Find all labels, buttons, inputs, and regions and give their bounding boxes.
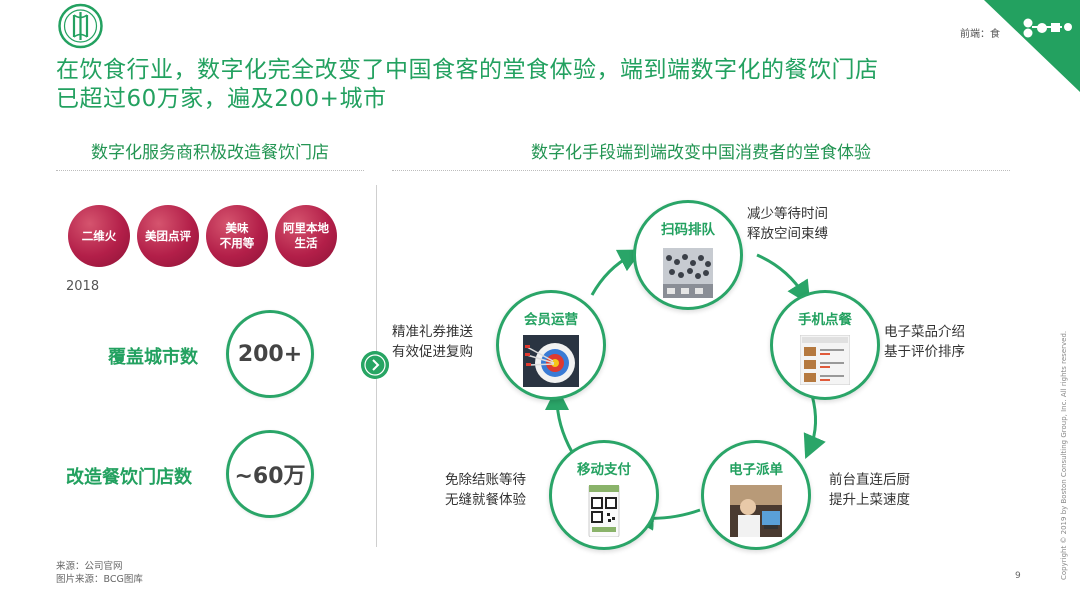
step-desc-mobile-order: 电子菜品介绍 基于评价排序: [884, 322, 965, 362]
cycle-arrow-1: [756, 253, 811, 306]
copyright-notice: Copyright © 2019 by Boston Consulting Gr…: [1060, 330, 1068, 580]
step-label: 会员运营: [524, 312, 578, 328]
stat-label-stores: 改造餐饮门店数: [66, 467, 192, 488]
cycle-arrow-5: [590, 249, 643, 296]
page-number: 9: [1015, 571, 1021, 581]
step-label: 电子派单: [729, 462, 783, 478]
step-membership: 会员运营: [496, 290, 606, 400]
step-label: 扫码排队: [661, 222, 715, 238]
stat-value-stores: ~60万: [226, 430, 314, 518]
desc-line: 精准礼券推送: [392, 324, 473, 340]
brand-badge-erweihuo: 二维火: [68, 205, 130, 267]
slide-title: 在饮食行业，数字化完全改变了中国食客的堂食体验，端到端数字化的餐饮门店 已超过6…: [56, 56, 1016, 114]
image-source-note: 图片来源：BCG图库: [56, 574, 143, 585]
desc-line: 无缝就餐体验: [445, 492, 526, 508]
step-desc-membership: 精准礼券推送 有效促进复购: [392, 322, 473, 362]
step-queue-scan: 扫码排队: [633, 200, 743, 310]
stat-label-cities: 覆盖城市数: [108, 347, 198, 368]
desc-line: 电子菜品介绍: [884, 324, 965, 340]
dining-cycle-diagram: 扫码排队 减少等待时间 释放空间束缚 手机点餐 电子菜品介绍 基于评价排序: [392, 180, 1010, 560]
step-desc-mobile-pay: 免除结账等待 无缝就餐体验: [445, 470, 526, 510]
cycle-arrow-2: [803, 394, 826, 460]
step-mobile-order: 手机点餐: [770, 290, 880, 400]
kitchen-order-photo: [730, 485, 782, 537]
dart-target-photo: [523, 335, 579, 387]
step-label: 移动支付: [577, 462, 631, 478]
step-desc-queue-scan: 减少等待时间 释放空间束缚: [747, 204, 828, 244]
year-label: 2018: [66, 279, 100, 294]
brand-name: 美味 不用等: [219, 221, 255, 250]
step-label: 手机点餐: [798, 312, 852, 328]
desc-line: 提升上菜速度: [829, 492, 910, 508]
cycle-arrow-4: [545, 386, 574, 453]
desc-line: 有效促进复购: [392, 344, 473, 360]
right-section-heading: 数字化手段端到端改变中国消费者的堂食体验: [531, 143, 871, 163]
bcg-logo-icon: [58, 3, 103, 49]
crowd-queue-photo: [663, 248, 713, 298]
desc-line: 释放空间束缚: [747, 226, 828, 242]
desc-line: 基于评价排序: [884, 344, 965, 360]
brand-badge-meiwei: 美味 不用等: [206, 205, 268, 267]
qr-payment-screen: [588, 485, 620, 537]
brand-name: 美团点评: [145, 228, 191, 243]
step-e-dispatch: 电子派单: [701, 440, 811, 550]
desc-line: 前台直连后厨: [829, 472, 910, 488]
mobile-menu-screenshot: [800, 335, 850, 385]
desc-line: 免除结账等待: [445, 472, 526, 488]
section-tag: 前端：食: [960, 29, 1000, 40]
brand-name: 阿里本地 生活: [283, 221, 329, 250]
stat-value-cities: 200+: [226, 310, 314, 398]
step-mobile-pay: 移动支付: [549, 440, 659, 550]
brand-badge-meituan: 美团点评: [137, 205, 199, 267]
brand-name: 二维火: [81, 228, 117, 243]
step-desc-e-dispatch: 前台直连后厨 提升上菜速度: [829, 470, 910, 510]
title-line-1: 在饮食行业，数字化完全改变了中国食客的堂食体验，端到端数字化的餐饮门店: [56, 57, 879, 83]
chevron-right-icon: [361, 351, 389, 379]
corner-network-icon: [984, 0, 1080, 92]
desc-line: 减少等待时间: [747, 206, 828, 222]
brand-badge-alibaba-local: 阿里本地 生活: [275, 205, 337, 267]
left-heading-divider: [56, 170, 364, 171]
right-heading-divider: [392, 170, 1010, 171]
source-note: 来源：公司官网: [56, 561, 123, 572]
left-section-heading: 数字化服务商积极改造餐饮门店: [91, 143, 329, 163]
title-line-2: 已超过60万家，遍及200+城市: [56, 86, 387, 112]
